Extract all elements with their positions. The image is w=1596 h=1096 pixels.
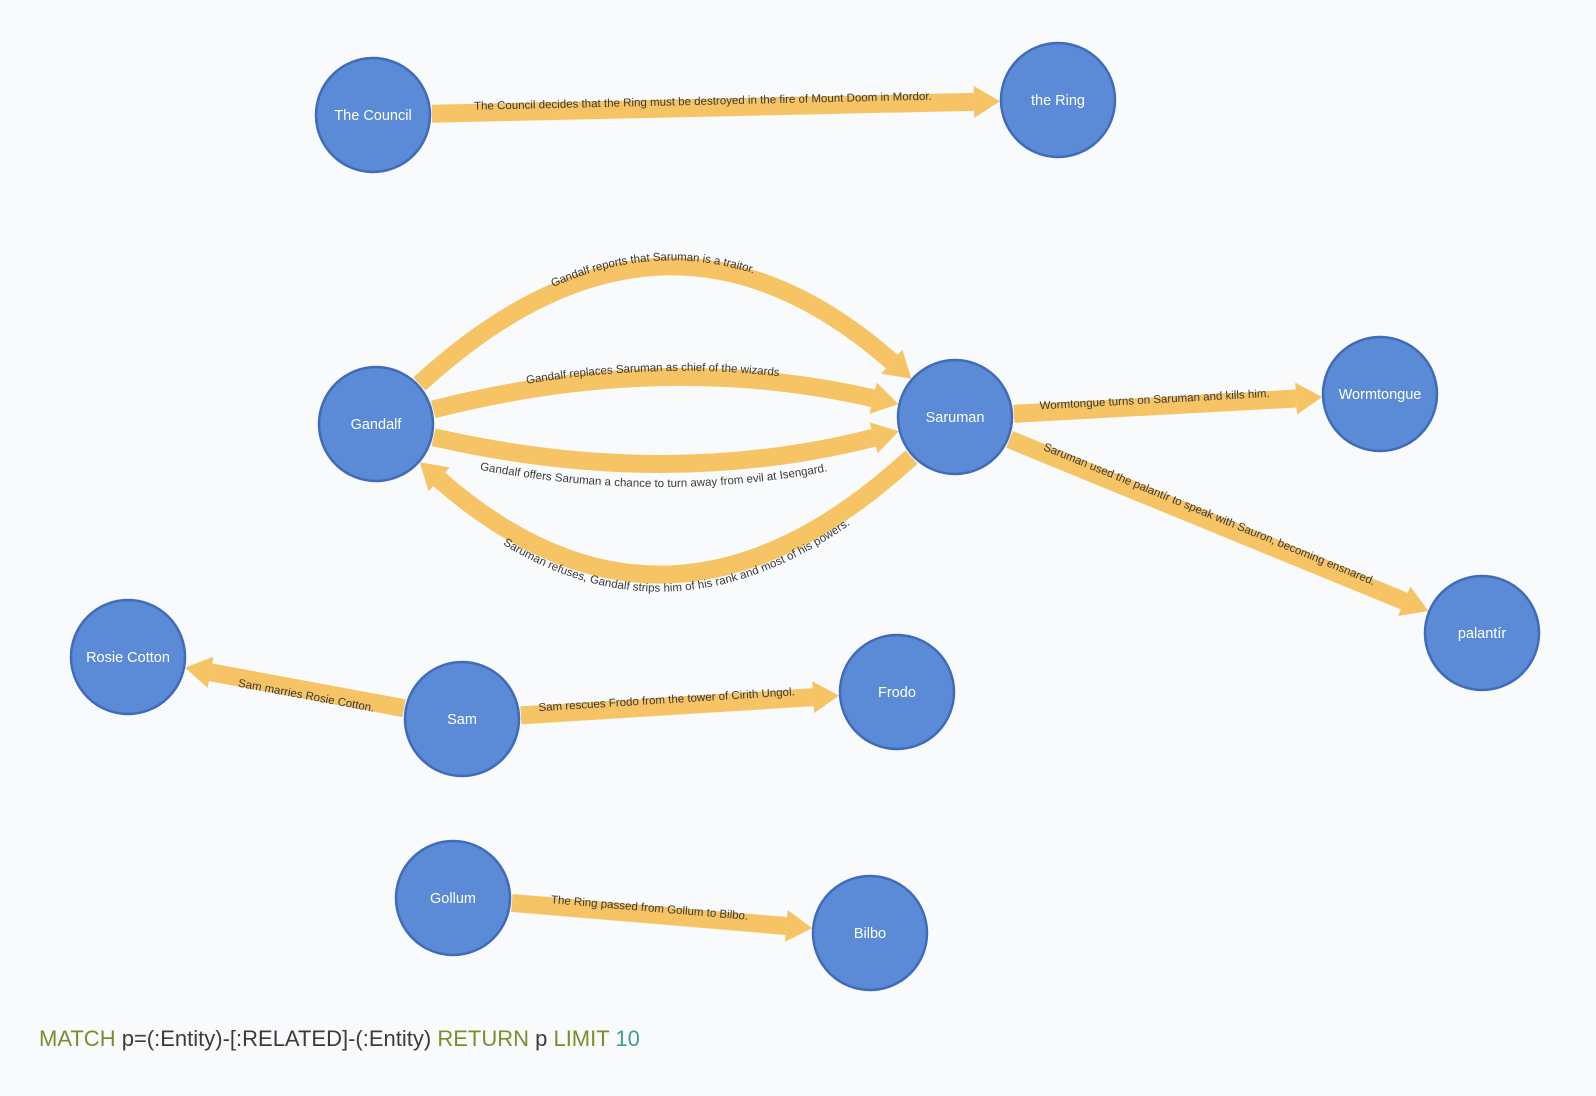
edge-gandalf-offers[interactable]: Gandalf offers Saruman a chance to turn … — [431, 422, 899, 490]
node-wormtongue[interactable]: Wormtongue — [1321, 335, 1439, 453]
cypher-query[interactable]: MATCH p=(:Entity)-[:RELATED]-(:Entity) R… — [39, 1026, 640, 1052]
node-circle — [403, 660, 521, 778]
node-council[interactable]: The Council — [314, 56, 432, 174]
query-pattern: p=(:Entity)-[:RELATED]-(:Entity) — [115, 1026, 438, 1051]
edge-wormtongue[interactable]: Wormtongue turns on Saruman and kills hi… — [1013, 382, 1323, 423]
node-gollum[interactable]: Gollum — [394, 839, 512, 957]
edge-line — [431, 92, 975, 123]
arrowhead-icon — [881, 349, 912, 379]
node-label: Saruman — [926, 410, 985, 426]
query-limit-value: 10 — [609, 1026, 640, 1051]
node-circle — [394, 839, 512, 957]
arrowhead-icon — [812, 681, 840, 714]
node-saruman[interactable]: Saruman — [896, 358, 1014, 476]
query-limit-keyword: LIMIT — [553, 1026, 610, 1051]
node-label: Wormtongue — [1339, 387, 1422, 403]
arrowhead-icon — [1295, 382, 1323, 415]
edge-line — [431, 428, 876, 473]
edge-line — [511, 893, 788, 935]
node-sam[interactable]: Sam — [403, 660, 521, 778]
arrowhead-icon — [185, 656, 214, 689]
node-label: the Ring — [1031, 93, 1085, 109]
node-palantir[interactable]: palantír — [1423, 574, 1541, 692]
edge-line — [1006, 431, 1408, 610]
arrowhead-icon — [1398, 586, 1429, 616]
node-rosie[interactable]: Rosie Cotton — [69, 598, 187, 716]
node-gandalf[interactable]: Gandalf — [317, 365, 435, 483]
edge-palantir[interactable]: Saruman used the palantír to speak with … — [1006, 431, 1429, 616]
node-circle — [1321, 335, 1439, 453]
node-circle — [1423, 574, 1541, 692]
edge-label: Saruman used the palantír to speak with … — [1042, 441, 1377, 588]
node-label: Sam — [447, 712, 477, 728]
arrowhead-icon — [973, 85, 1001, 118]
node-label: Frodo — [878, 685, 916, 701]
node-circle — [999, 41, 1117, 159]
node-circle — [811, 874, 929, 992]
edge-line — [520, 688, 814, 725]
node-label: The Council — [334, 108, 411, 124]
edge-gollum-bilbo[interactable]: The Ring passed from Gollum to Bilbo. — [511, 893, 813, 942]
edge-line — [413, 257, 898, 391]
node-label: Rosie Cotton — [86, 650, 170, 666]
node-bilbo[interactable]: Bilbo — [811, 874, 929, 992]
edges-layer: The Council decides that the Ring must b… — [185, 85, 1429, 942]
node-ring[interactable]: the Ring — [999, 41, 1117, 159]
arrowhead-icon — [869, 382, 899, 414]
node-label: Gandalf — [351, 417, 403, 433]
edge-gandalf-replaces[interactable]: Gandalf replaces Saruman as chief of the… — [430, 362, 899, 419]
edge-line — [433, 450, 918, 584]
edge-sam-rosie[interactable]: Sam marries Rosie Cotton. — [185, 656, 406, 718]
node-label: Gollum — [430, 891, 476, 907]
edge-council-ring[interactable]: The Council decides that the Ring must b… — [431, 85, 1001, 123]
arrowhead-icon — [784, 910, 813, 942]
edge-line — [208, 663, 406, 718]
node-circle — [69, 598, 187, 716]
arrowhead-icon — [419, 462, 450, 492]
node-circle — [838, 633, 956, 751]
node-label: Bilbo — [854, 926, 886, 942]
arrowhead-icon — [869, 422, 899, 454]
query-return-keyword: RETURN — [437, 1026, 529, 1051]
query-match-keyword: MATCH — [39, 1026, 116, 1051]
query-variable: p — [528, 1026, 554, 1051]
edge-sam-frodo[interactable]: Sam rescues Frodo from the tower of Ciri… — [520, 681, 840, 725]
node-circle — [314, 56, 432, 174]
edge-saruman-refuses[interactable]: Saruman refuses, Gandalf strips him of h… — [419, 450, 918, 595]
node-circle — [896, 358, 1014, 476]
edge-line — [1013, 389, 1297, 423]
node-label: palantír — [1458, 626, 1507, 642]
edge-line — [430, 367, 876, 419]
node-circle — [317, 365, 435, 483]
node-frodo[interactable]: Frodo — [838, 633, 956, 751]
